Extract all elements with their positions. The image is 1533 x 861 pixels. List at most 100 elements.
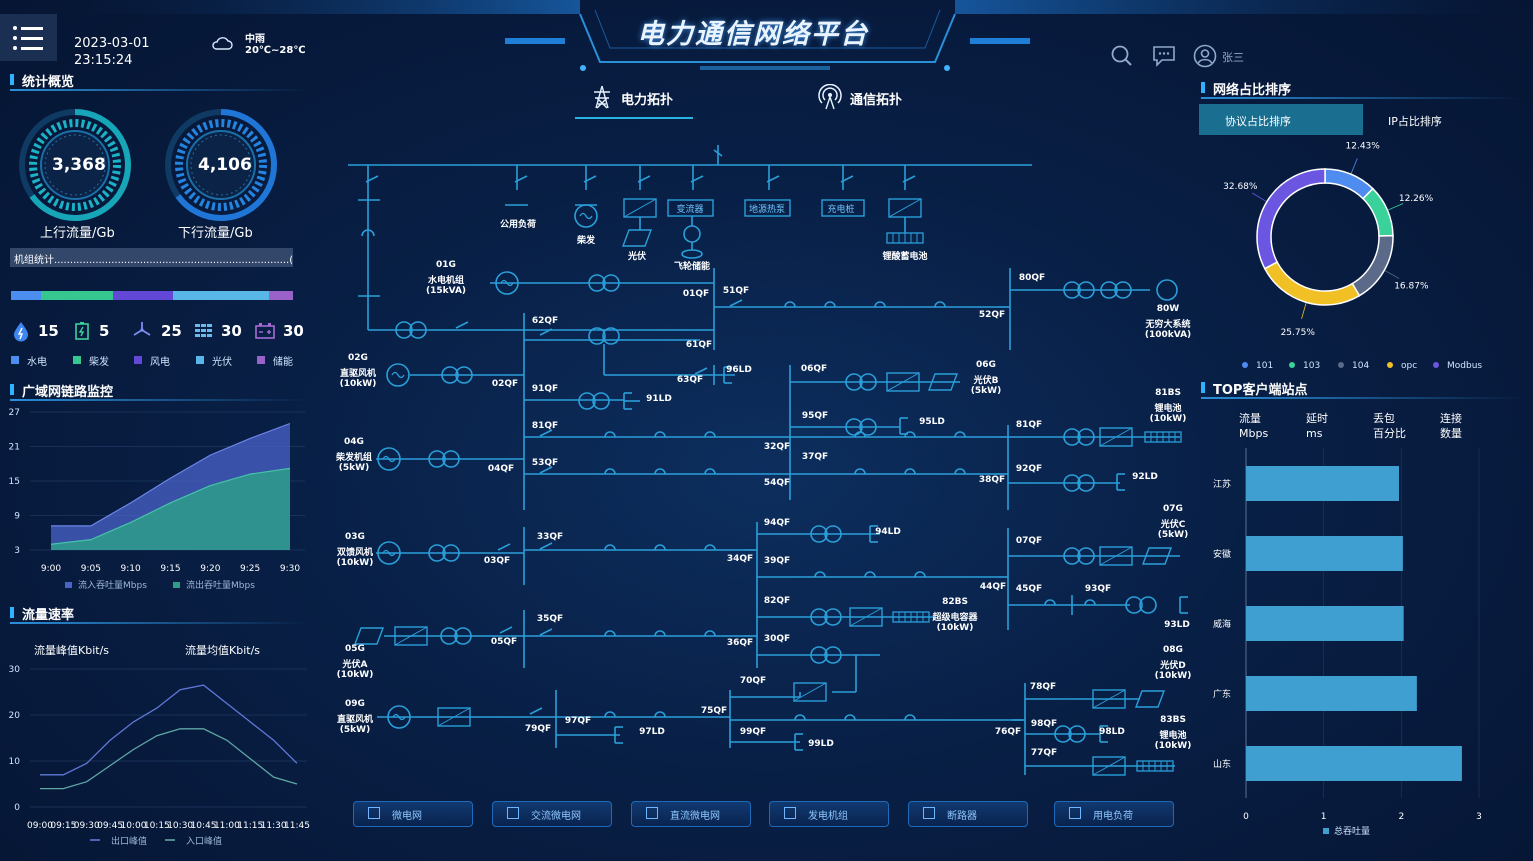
diagram-label: 99LD (808, 739, 834, 749)
diagram-label: 51QF (722, 286, 750, 296)
transformer-coil (845, 418, 863, 436)
tab-comm-topology[interactable]: 通信拓扑 (850, 93, 903, 108)
diagram-label: 光伏C (1160, 520, 1186, 530)
y-tick-label: 3 (14, 546, 20, 556)
legend-hydro: 水电 (27, 357, 47, 368)
legend-label: 出口峰值 (111, 835, 147, 847)
menu-button[interactable] (0, 14, 57, 61)
down-traffic-value: 4,106 (198, 155, 252, 175)
legend-swatch (173, 582, 180, 588)
breaker-symbol (604, 431, 616, 438)
diagram-label: 双馈风机 (336, 548, 373, 558)
legend-swatch-hydro (11, 356, 19, 364)
legend-swatch (1433, 362, 1439, 368)
stats-title: 统计概览 (22, 75, 75, 90)
converter-diagonal (623, 198, 657, 218)
unit-stats-bar (10, 248, 293, 267)
date-text: 2023-03-01 (74, 36, 150, 51)
generator-wave (500, 279, 514, 287)
legend-swatch-wind (134, 356, 142, 364)
diagram-label: 34QF (726, 554, 754, 564)
diagram-label: 77QF (1030, 748, 1058, 758)
count-solar-value: 30 (221, 322, 242, 340)
breaker-symbol (654, 711, 666, 718)
microgrid-button[interactable]: 微电网 (353, 801, 473, 827)
switch-symbol (729, 299, 743, 307)
col-header-loss: 丢包百分比 (1373, 412, 1406, 440)
diagram-label: 38QF (978, 475, 1006, 485)
diagram-label: 97QF (564, 716, 592, 726)
top-title: TOP客户端站点 (1213, 383, 1308, 398)
breaker-symbol (934, 301, 946, 308)
tab-protocol-rank[interactable]: 协议占比排序 (1199, 104, 1363, 135)
diagram-label: 08G (1163, 645, 1183, 655)
transformer-coil (395, 321, 413, 339)
motor-symbol (683, 225, 701, 243)
down-traffic-gauge (165, 109, 277, 221)
diagram-label: 35QF (536, 614, 564, 624)
switch-symbol (902, 175, 916, 183)
legend-swatch (1289, 362, 1295, 368)
diagram-label: 81QF (1015, 420, 1043, 430)
breaker-symbol (854, 431, 866, 438)
diagram-label: 94QF (763, 518, 791, 528)
breaker-symbol (654, 431, 666, 438)
generator-icon (784, 807, 796, 819)
diagram-label: 83BS (1160, 715, 1186, 725)
diagram-label: (5kW) (970, 386, 1002, 396)
search-icon[interactable] (1110, 44, 1134, 68)
down-traffic-label: 下行流量/Gb (178, 226, 253, 241)
x-tick-label: 09:30 (74, 821, 100, 831)
y-category-label: 山东 (1213, 758, 1231, 770)
x-tick-label: 9:00 (41, 564, 61, 574)
x-tick-label: 10:30 (167, 821, 193, 831)
x-tick-label: 09:45 (97, 821, 123, 831)
diagram-label: 36QF (726, 638, 754, 648)
storage-battery-icon (255, 323, 275, 339)
weather-text: 中雨 (245, 34, 265, 45)
switch-symbol (690, 175, 704, 183)
series-line (50, 467, 291, 545)
tab-ip-rank[interactable]: IP占比排序 (1388, 115, 1442, 128)
converter-diagonal (849, 607, 883, 627)
legend-label: Modbus (1447, 361, 1482, 371)
diagram-label: (10kW) (339, 379, 377, 389)
user-icon[interactable] (1193, 44, 1217, 68)
legend-solar: 光伏 (212, 357, 232, 368)
transformer-coil (578, 392, 596, 410)
diagram-label: 30QF (763, 634, 791, 644)
donut-slice (1256, 168, 1326, 270)
diagram-label: 光伏D (1160, 661, 1186, 671)
x-tick-label: 11:15 (237, 821, 263, 831)
diagram-label: 53QF (531, 458, 559, 468)
legend-swatch-storage (257, 356, 265, 364)
y-category-label: 威海 (1213, 618, 1231, 630)
transformer-coil (1063, 281, 1081, 299)
legend-label: 流入吞吐量Mbps (78, 579, 147, 591)
diagram-label: 02G (348, 353, 368, 363)
generator-button[interactable]: 发电机组 (769, 801, 889, 827)
legend-label: 总吞吐量 (1334, 825, 1370, 837)
bar-segment-wind (113, 291, 173, 300)
diagram-label: 水电机组 (427, 276, 464, 286)
message-icon[interactable] (1152, 45, 1176, 67)
diagram-label: 70QF (739, 676, 767, 686)
breaker-button[interactable]: 断路器 (908, 801, 1028, 827)
ac-microgrid-button[interactable]: 交流微电网 (492, 801, 612, 827)
transformer-coil (824, 525, 842, 543)
up-traffic-gauge (19, 109, 131, 221)
dc-microgrid-button[interactable]: 直流微电网 (631, 801, 751, 827)
slice-value-label: 25.75% (1281, 328, 1316, 338)
diagram-label: 75QF (700, 706, 728, 716)
diagram-label: 98QF (1030, 719, 1058, 729)
section-underline (10, 622, 308, 624)
tab-power-topology[interactable]: 电力拓扑 (621, 93, 674, 108)
load-button[interactable]: 用电负荷 (1054, 801, 1174, 827)
y-category-label: 广东 (1213, 688, 1231, 700)
breaker-symbol (654, 468, 666, 475)
donut-slice (1263, 261, 1361, 306)
switch-symbol (514, 175, 528, 183)
wan-title: 广域网链路监控 (22, 385, 114, 400)
